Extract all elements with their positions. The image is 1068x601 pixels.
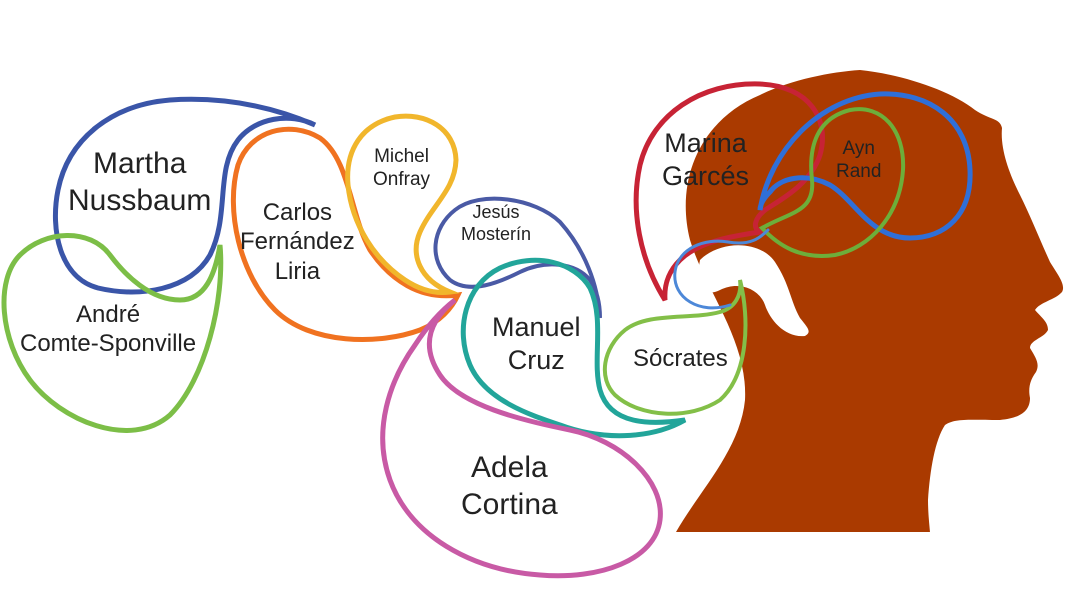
label-socrates: Sócrates <box>633 344 728 373</box>
label-andre-comte-sponville: André Comte-Sponville <box>20 300 196 359</box>
socrates-line-1: Sócrates <box>633 344 728 373</box>
jesus-line-2: Mosterín <box>461 224 531 246</box>
carlos-line-2: Fernández <box>240 227 355 256</box>
martha-line-2: Nussbaum <box>68 183 211 220</box>
label-ayn-rand: Ayn Rand <box>836 137 881 183</box>
michel-line-1: Michel <box>373 145 430 168</box>
label-marina-garces: Marina Garcés <box>662 127 749 193</box>
marina-line-2: Garcés <box>662 160 749 193</box>
jesus-line-1: Jesús <box>461 202 531 224</box>
ayn-line-1: Ayn <box>836 137 881 160</box>
ayn-line-2: Rand <box>836 160 881 183</box>
label-adela-cortina: Adela Cortina <box>461 450 558 523</box>
manuel-line-2: Cruz <box>492 344 581 377</box>
label-carlos-fernandez-liria: Carlos Fernández Liria <box>240 198 355 286</box>
andre-line-1: André <box>20 300 196 329</box>
michel-line-2: Onfray <box>373 168 430 191</box>
marina-line-1: Marina <box>662 127 749 160</box>
manuel-line-1: Manuel <box>492 311 581 344</box>
andre-line-2: Comte-Sponville <box>20 329 196 358</box>
carlos-line-3: Liria <box>240 257 355 286</box>
carlos-line-1: Carlos <box>240 198 355 227</box>
label-jesus-mosterin: Jesús Mosterín <box>461 202 531 246</box>
adela-line-2: Cortina <box>461 487 558 524</box>
label-michel-onfray: Michel Onfray <box>373 145 430 191</box>
label-manuel-cruz: Manuel Cruz <box>492 311 581 377</box>
martha-line-1: Martha <box>68 146 211 183</box>
label-martha-nussbaum: Martha Nussbaum <box>68 146 211 219</box>
adela-line-1: Adela <box>461 450 558 487</box>
